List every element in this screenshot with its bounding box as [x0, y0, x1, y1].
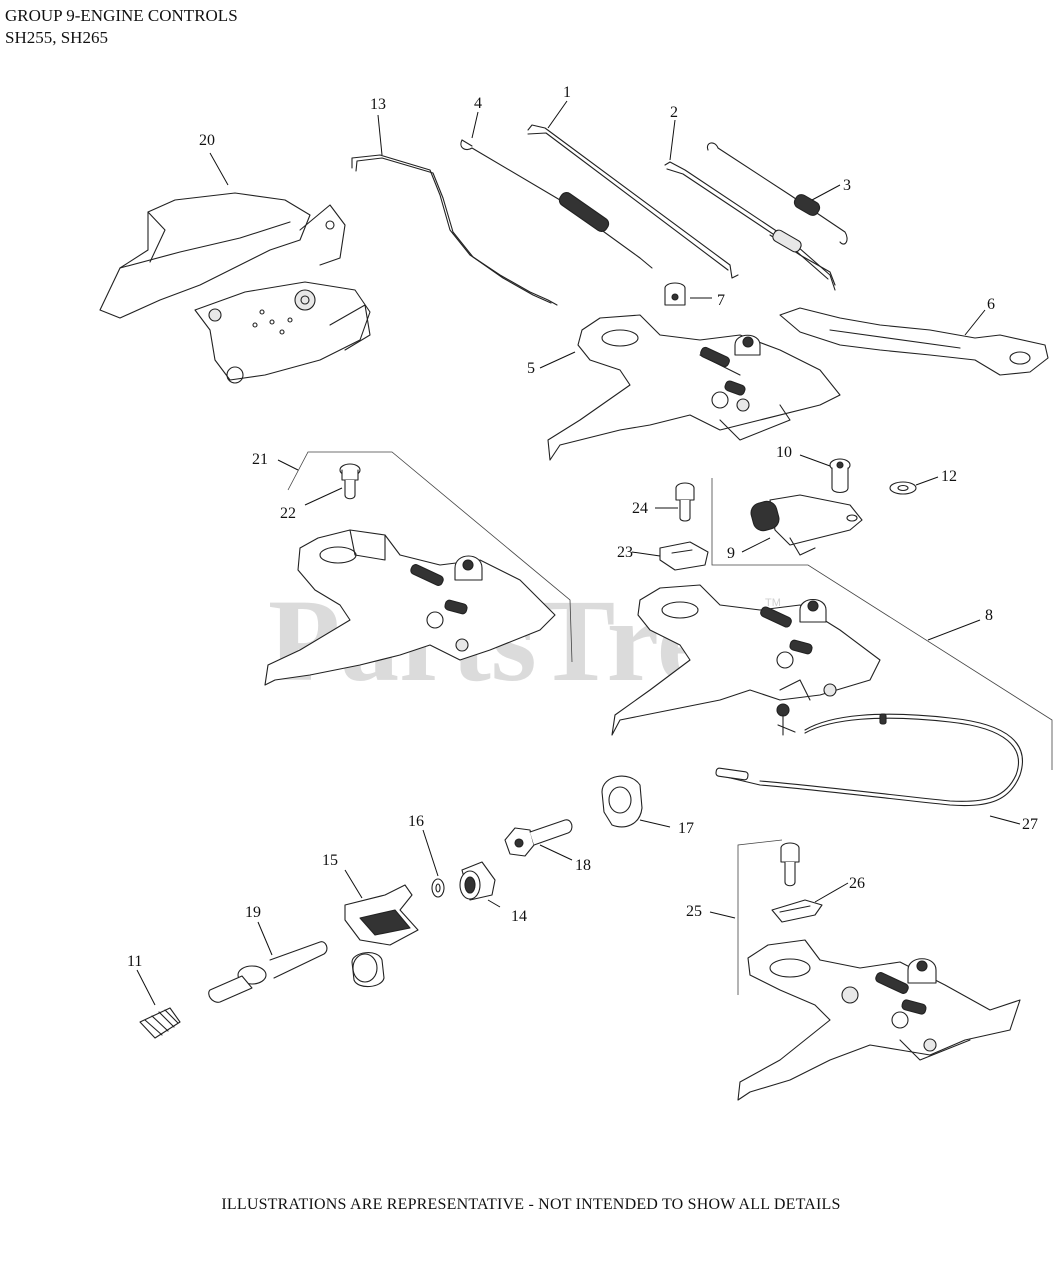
part-1-choke-rod[interactable] — [527, 124, 739, 279]
part-23-clip[interactable] — [659, 541, 709, 571]
callout-numbers: 1 2 3 4 5 6 7 8 9 10 11 12 13 14 15 16 1… — [127, 84, 1038, 970]
part-18-shoulder-bolt[interactable] — [504, 819, 573, 857]
callout-22: 22 — [280, 505, 296, 522]
callout-25: 25 — [686, 903, 702, 920]
part-13-link-rod[interactable] — [351, 154, 558, 306]
callout-21: 21 — [252, 451, 268, 468]
part-5-control-bracket[interactable] — [547, 314, 841, 461]
callout-27: 27 — [1022, 816, 1038, 833]
part-20-control-cover[interactable] — [99, 192, 371, 384]
part-10-screw[interactable] — [829, 458, 851, 494]
callout-3: 3 — [843, 177, 851, 194]
callout-8: 8 — [985, 607, 993, 624]
page-header: GROUP 9-ENGINE CONTROLS SH255, SH265 — [5, 5, 238, 49]
leader-lines — [136, 100, 1021, 1006]
part-25-control-bracket[interactable] — [737, 939, 1021, 1101]
callout-4: 4 — [474, 95, 482, 112]
model-numbers: SH255, SH265 — [5, 28, 108, 47]
callout-23: 23 — [617, 544, 633, 561]
callout-5: 5 — [527, 360, 535, 377]
callout-6: 6 — [987, 296, 995, 313]
part-16-washer[interactable] — [431, 878, 445, 898]
part-3-governor-spring[interactable] — [706, 142, 848, 286]
part-6-control-lever[interactable] — [779, 307, 1049, 376]
callout-14: 14 — [511, 908, 527, 925]
callout-18: 18 — [575, 857, 591, 874]
part-21-control-bracket[interactable] — [264, 529, 556, 686]
callout-15: 15 — [322, 852, 338, 869]
callout-20: 20 — [199, 132, 215, 149]
part-11-spring[interactable] — [139, 1007, 181, 1039]
callout-26: 26 — [849, 875, 865, 892]
part-4-spring-rod[interactable] — [460, 139, 653, 269]
callout-12: 12 — [941, 468, 957, 485]
callout-17: 17 — [678, 820, 694, 837]
callout-13: 13 — [370, 96, 386, 113]
part-9-choke-bracket[interactable] — [749, 494, 863, 556]
part-12-washer[interactable] — [889, 481, 917, 495]
part-8-control-bracket[interactable] — [611, 584, 881, 736]
part-19-governor-shaft[interactable] — [208, 941, 328, 1003]
part-25-screw[interactable] — [780, 842, 800, 887]
callout-19: 19 — [245, 904, 261, 921]
part-17-cable-clamp[interactable] — [601, 775, 643, 828]
part-22-screw[interactable] — [339, 463, 361, 500]
part-27-choke-cable[interactable] — [715, 703, 1023, 807]
callout-10: 10 — [776, 444, 792, 461]
disclaimer-footer: ILLUSTRATIONS ARE REPRESENTATIVE - NOT I… — [221, 1196, 841, 1213]
part-24-screw[interactable] — [675, 482, 695, 522]
callout-2: 2 — [670, 104, 678, 121]
callout-9: 9 — [727, 545, 735, 562]
watermark-trademark: TM — [765, 597, 781, 609]
group-title: GROUP 9-ENGINE CONTROLS — [5, 6, 238, 25]
callout-1: 1 — [563, 84, 571, 101]
grouping-guides — [287, 451, 1053, 995]
part-15-governor-lever[interactable] — [344, 884, 419, 988]
part-7-swivel[interactable] — [664, 282, 686, 306]
callout-11: 11 — [127, 953, 142, 970]
part-14-bearing[interactable] — [459, 861, 496, 901]
callout-24: 24 — [632, 500, 648, 517]
callout-7: 7 — [717, 292, 725, 309]
part-26-clip[interactable] — [771, 899, 823, 923]
callout-16: 16 — [408, 813, 424, 830]
part-2-throttle-rod[interactable] — [664, 161, 836, 291]
